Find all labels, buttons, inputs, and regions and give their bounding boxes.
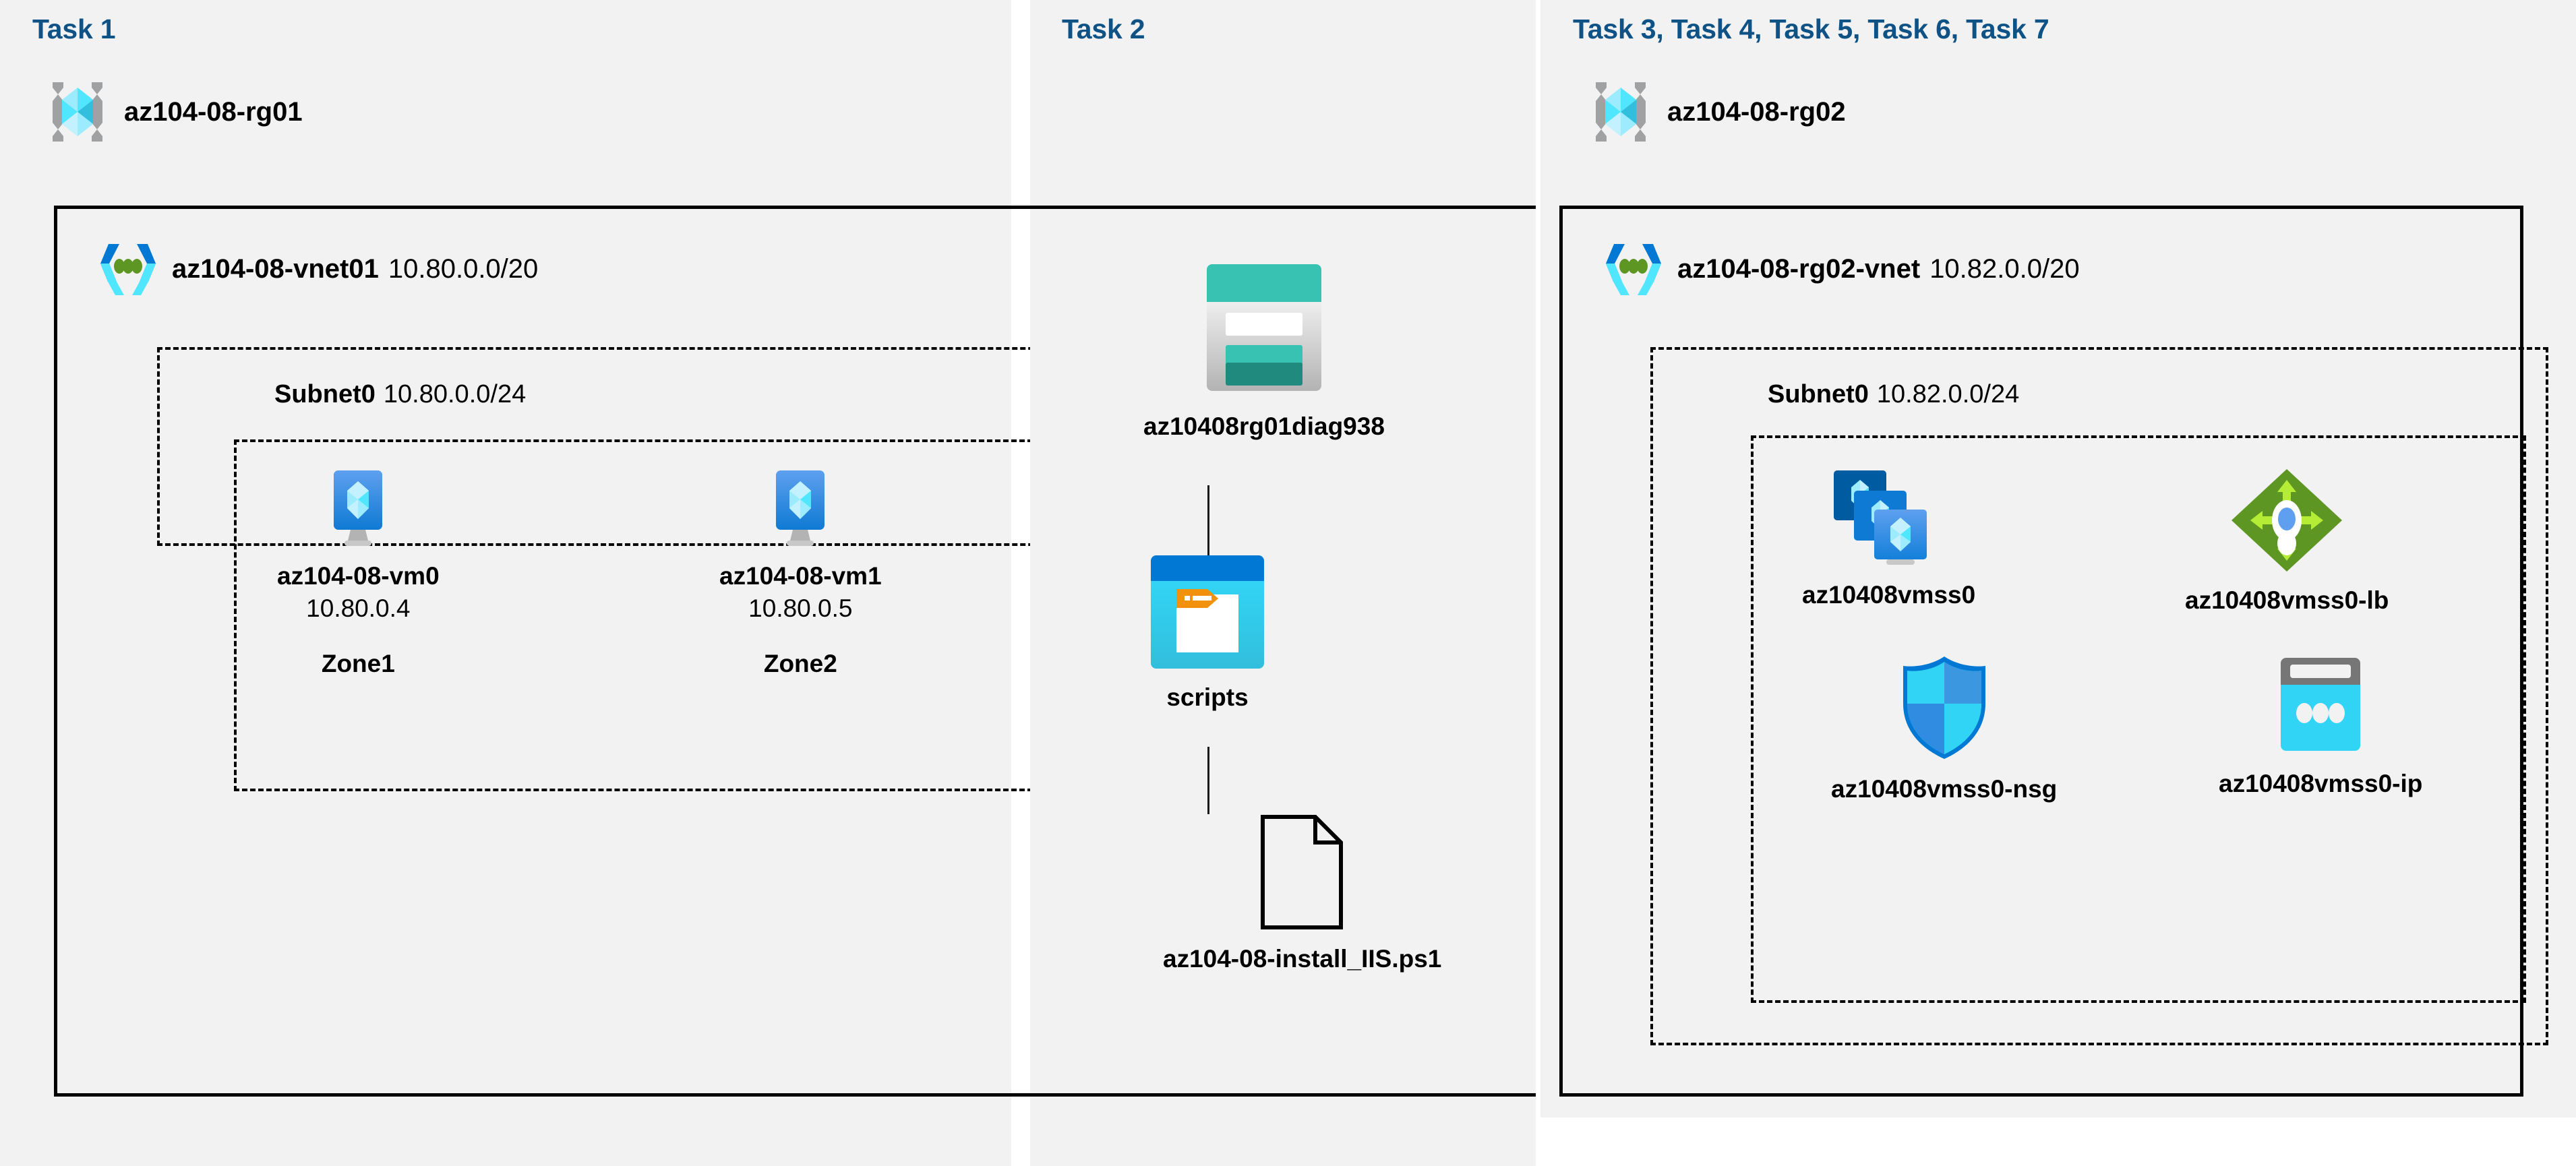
vnet-name-task3: az104-08-rg02-vnet: [1677, 253, 1921, 284]
vnet-box-extension: [1030, 206, 1536, 1097]
node-script-file[interactable]: az104-08-install_IIS.ps1: [1163, 813, 1441, 973]
vnet-name-task1: az104-08-vnet01: [172, 253, 379, 284]
virtual-machine-icon: [322, 469, 394, 549]
connector-container-to-script: [1207, 747, 1209, 814]
node-vm1[interactable]: az104-08-vm1 10.80.0.5 Zone2: [719, 469, 882, 678]
virtual-network-icon: [99, 241, 157, 297]
resource-group-icon: [49, 80, 107, 144]
resource-group-label-task3: az104-08-rg02: [1667, 96, 1846, 127]
node-network-security-group[interactable]: az10408vmss0-nsg: [1831, 654, 2057, 803]
node-label: az104-08-install_IIS.ps1: [1163, 945, 1442, 973]
vnet-header-task3: az104-08-rg02-vnet 10.82.0.0/20: [1605, 241, 2080, 297]
node-label: az104-08-vm1: [719, 562, 882, 590]
virtual-machine-icon: [764, 469, 837, 549]
node-public-ip[interactable]: az10408vmss0-ip: [2219, 654, 2422, 798]
blob-container-icon: [1149, 554, 1265, 670]
vnet-cidr-task1: 10.80.0.0/20: [388, 253, 539, 284]
storage-account-icon: [1201, 262, 1327, 399]
node-label: az10408vmss0-lb: [2185, 586, 2389, 614]
node-blob-container[interactable]: scripts: [1149, 554, 1265, 712]
node-zone: Zone2: [763, 650, 837, 677]
node-load-balancer[interactable]: az10408vmss0-lb: [2185, 468, 2389, 615]
node-label: scripts: [1166, 683, 1249, 711]
panel-task3: Task 3, Task 4, Task 5, Task 6, Task 7 a…: [1540, 0, 2576, 1117]
subnet-name-task3: Subnet0: [1768, 380, 1869, 408]
vm-scale-set-icon: [1828, 468, 1950, 567]
resource-group-task1: az104-08-rg01: [49, 80, 303, 144]
node-label: az10408rg01diag938: [1143, 412, 1385, 440]
node-ip: 10.80.0.4: [306, 594, 411, 622]
load-balancer-icon: [2230, 468, 2343, 573]
vm-group-box-task1: az104-08-vm0 10.80.0.4 Zone1: [234, 439, 1033, 791]
node-vm0[interactable]: az104-08-vm0 10.80.0.4 Zone1: [277, 469, 440, 678]
node-ip: 10.80.0.5: [748, 594, 853, 622]
vnet-label-task3: az104-08-rg02-vnet 10.82.0.0/20: [1677, 254, 2080, 284]
subnet-cidr-task3: 10.82.0.0/24: [1876, 380, 2020, 408]
panel-task2: Task 2 az10408rg01: [1030, 0, 1536, 1166]
panel-title-task1: Task 1: [32, 13, 116, 44]
script-file-icon: [1257, 813, 1348, 931]
subnet-name-task1: Subnet0: [274, 380, 376, 408]
vnet-header-task1: az104-08-vnet01 10.80.0.0/20: [99, 241, 538, 297]
subnet-cidr-task1: 10.80.0.0/24: [383, 380, 527, 408]
connector-storage-to-container: [1207, 485, 1209, 555]
panel-title-task3: Task 3, Task 4, Task 5, Task 6, Task 7: [1573, 13, 2049, 44]
node-label: az10408vmss0: [1802, 581, 1976, 609]
panel-task1: Task 1 az104-08-rg01: [0, 0, 1510, 1166]
node-label: az104-08-vm0: [277, 562, 440, 590]
node-zone: Zone1: [321, 650, 395, 677]
panel-title-task2: Task 2: [1062, 13, 1145, 44]
resource-group-task3: az104-08-rg02: [1592, 80, 1846, 144]
virtual-network-icon: [1605, 241, 1663, 297]
vnet-label-task1: az104-08-vnet01 10.80.0.0/20: [172, 254, 538, 284]
node-storage-account[interactable]: az10408rg01diag938: [1143, 262, 1385, 441]
network-security-group-icon: [1896, 654, 1992, 762]
node-label: az10408vmss0-ip: [2219, 770, 2423, 797]
device-group-box-task3: az10408vmss0: [1751, 435, 2526, 1003]
resource-group-icon: [1592, 80, 1650, 144]
public-ip-address-icon: [2273, 654, 2368, 756]
resource-group-label-task1: az104-08-rg01: [124, 96, 303, 127]
node-vmss[interactable]: az10408vmss0: [1802, 468, 1975, 609]
node-label: az10408vmss0-nsg: [1831, 775, 2058, 803]
vnet-cidr-task3: 10.82.0.0/20: [1929, 253, 2080, 284]
